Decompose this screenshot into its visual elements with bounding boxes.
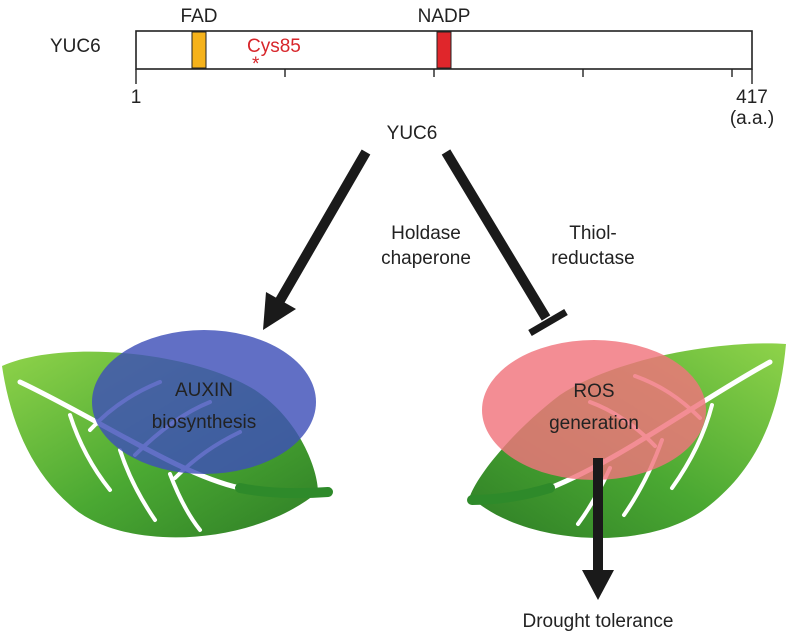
nadp-domain [436,31,452,69]
chaperone-label: chaperone [381,248,471,269]
cys85-label: Cys85 [247,36,301,57]
yuc6-center-label: YUC6 [387,123,438,144]
cys85-marker: * [252,54,260,75]
down-arrow-head [582,570,614,600]
start-position-label: 1 [131,87,142,108]
fad-domain [191,31,207,69]
left-arrow-shaft [273,149,371,307]
nadp-label: NADP [418,6,471,27]
reductase-label: reductase [551,248,634,269]
ros-ellipse [482,340,706,480]
ros-label: ROS [573,381,614,402]
holdase-label: Holdase [391,223,461,244]
drought-tolerance-label: Drought tolerance [522,611,673,632]
position-ticks [135,69,753,84]
fad-label: FAD [181,6,218,27]
end-position-label: 417 [736,87,768,108]
right-inhibition-shaft [441,149,551,321]
generation-label: generation [549,413,639,434]
left-arrow-head [263,292,296,330]
auxin-ellipse [92,330,316,474]
biosynthesis-label: biosynthesis [152,412,257,433]
right-inhibition-bar [528,308,568,337]
protein-name-label: YUC6 [50,36,101,57]
auxin-label: AUXIN [175,380,233,401]
thiol-label: Thiol- [569,223,617,244]
amino-acid-unit-label: (a.a.) [730,108,774,129]
